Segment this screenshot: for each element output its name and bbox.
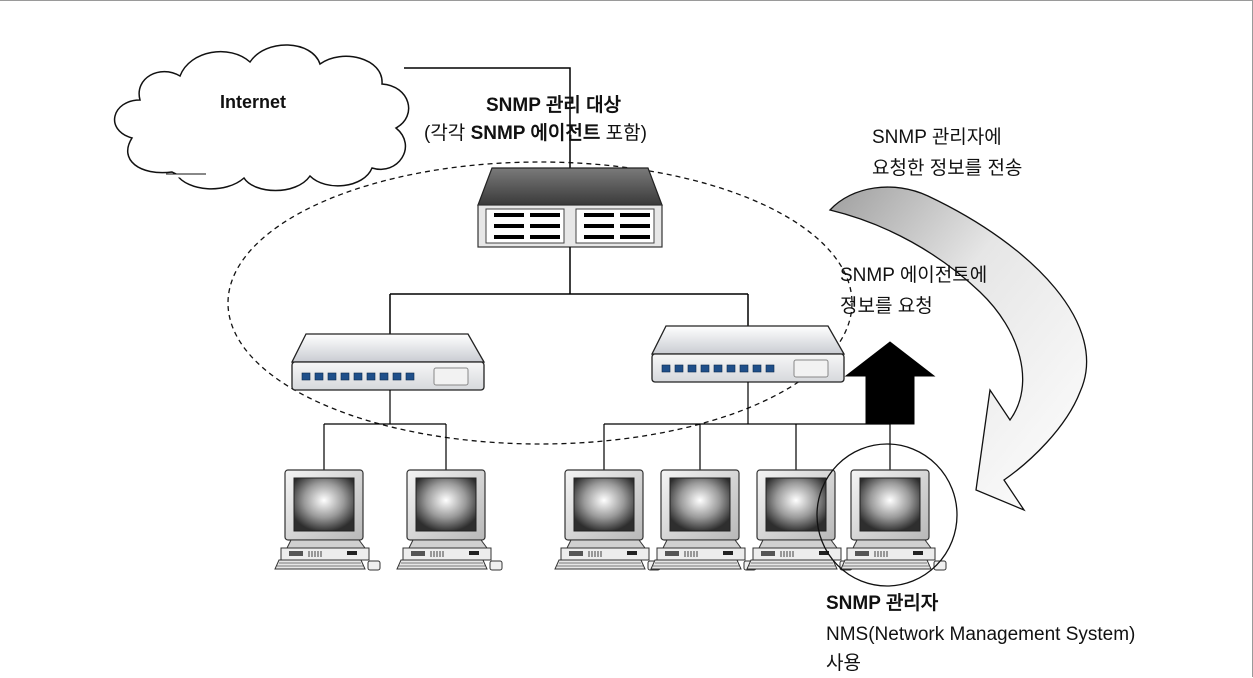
pc-2	[396, 469, 503, 571]
server-device	[477, 167, 663, 248]
subtitle-suffix: 포함)	[600, 123, 647, 144]
internet-link	[404, 67, 571, 180]
pc-6	[840, 469, 947, 571]
pc-4	[650, 469, 757, 571]
manager-title: SNMP 관리자	[826, 593, 939, 614]
response-arrow	[828, 186, 1088, 512]
response-label-line1: SNMP 관리자에	[872, 127, 1002, 148]
manager-desc-line2: 사용	[826, 653, 861, 674]
access-links	[323, 382, 891, 470]
internet-cloud	[113, 44, 410, 192]
request-label-line2: 정보를 요청	[840, 296, 933, 317]
switch-right	[651, 325, 845, 383]
request-arrow	[844, 341, 936, 425]
request-label-line1: SNMP 에이전트에	[840, 265, 988, 286]
managed-device-title: SNMP 관리 대상	[486, 95, 622, 116]
manager-desc-line1: NMS(Network Management System)	[826, 624, 1136, 645]
managed-device-subtitle: (각각 SNMP 에이전트 포함)	[424, 120, 647, 148]
pc-5	[746, 469, 853, 571]
switch-left	[291, 333, 485, 391]
subtitle-prefix: (각각	[424, 123, 471, 144]
internet-label: Internet	[220, 92, 287, 112]
manager-highlight-circle	[816, 443, 958, 587]
managed-area-ellipse	[227, 161, 853, 445]
pc-1	[274, 469, 381, 571]
pc-3	[554, 469, 661, 571]
backbone-links	[389, 247, 749, 334]
response-label-line2: 요청한 정보를 전송	[872, 158, 1023, 179]
subtitle-agent: SNMP 에이전트	[470, 123, 601, 144]
